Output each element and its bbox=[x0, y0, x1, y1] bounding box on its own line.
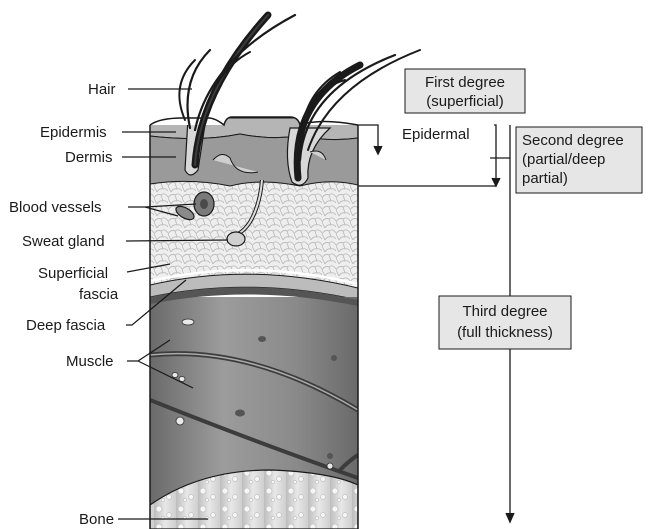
skin-block bbox=[150, 118, 358, 529]
hair-label: Hair bbox=[88, 81, 116, 98]
dermis-layer bbox=[150, 134, 358, 186]
subcutaneous-layer bbox=[150, 175, 358, 285]
muscle-label: Muscle bbox=[66, 353, 114, 370]
second-degree-line1: Second degree bbox=[522, 132, 624, 149]
dermis-label: Dermis bbox=[65, 149, 113, 166]
superficial-fascia-label-2: fascia bbox=[79, 286, 119, 303]
third-degree-line1: Third degree bbox=[462, 303, 547, 320]
deep-fascia-label: Deep fascia bbox=[26, 317, 106, 334]
blood-vessels-label: Blood vessels bbox=[9, 199, 102, 216]
epidermal-label: Epidermal bbox=[402, 126, 470, 143]
second-degree-line3: partial) bbox=[522, 170, 568, 187]
epidermis-label: Epidermis bbox=[40, 124, 107, 141]
first-degree-line2: (superficial) bbox=[426, 93, 504, 110]
sweat-gland-label: Sweat gland bbox=[22, 233, 105, 250]
bone-label: Bone bbox=[79, 511, 114, 528]
third-degree-line2: (full thickness) bbox=[457, 324, 553, 341]
first-degree-line1: First degree bbox=[425, 74, 505, 91]
superficial-fascia-label-1: Superficial bbox=[38, 265, 108, 282]
sweat-gland-shape bbox=[227, 232, 245, 246]
second-degree-line2: (partial/deep bbox=[522, 151, 605, 168]
